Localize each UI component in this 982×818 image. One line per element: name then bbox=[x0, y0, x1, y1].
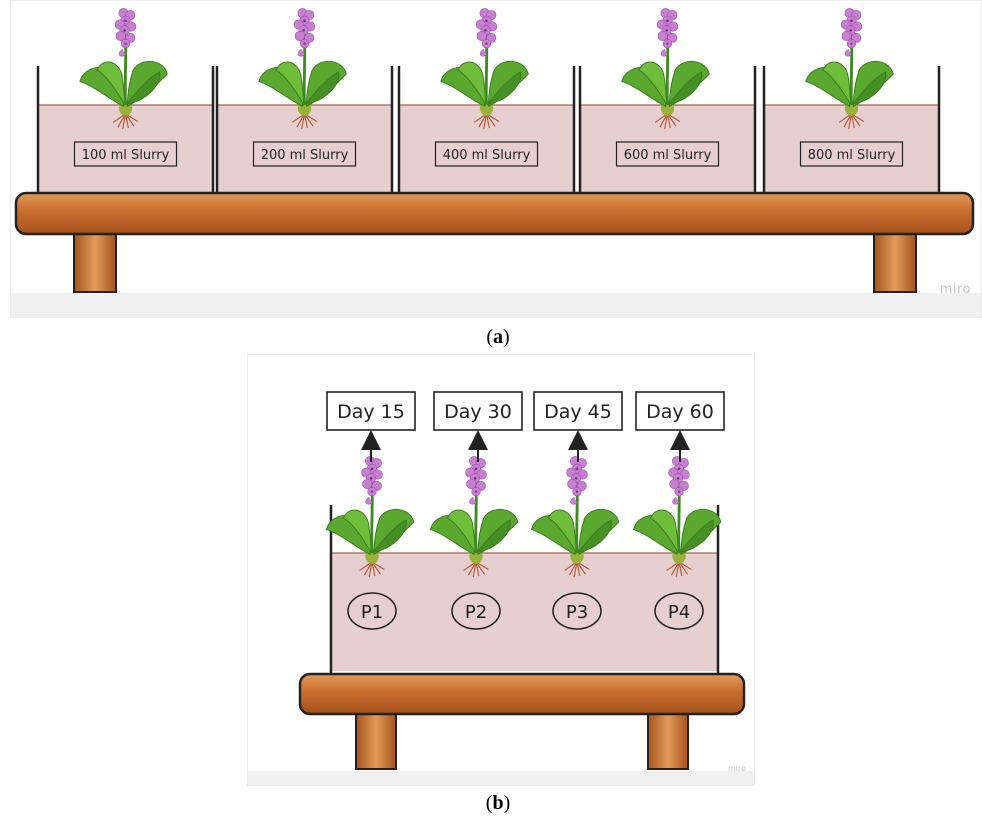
slurry-label: 400 ml Slurry bbox=[443, 148, 531, 163]
day-label: Day 30 bbox=[444, 401, 512, 423]
slurry-label-box bbox=[434, 141, 539, 167]
day-2: Day 30 bbox=[433, 391, 523, 462]
day-label-box bbox=[533, 391, 623, 431]
plant-label-circle bbox=[552, 592, 602, 630]
table-b-top bbox=[298, 672, 746, 716]
plant-b-1: P1 bbox=[324, 455, 416, 630]
day-label-box bbox=[433, 391, 523, 431]
table-b-leg-right bbox=[647, 711, 689, 770]
plant-label-circle bbox=[451, 592, 501, 630]
tank-water bbox=[399, 105, 574, 193]
tank-water bbox=[764, 105, 939, 193]
table-a-leg-right bbox=[873, 231, 917, 293]
day-labels-row-b: Day 15 Day 30 Day 45 Day 60 bbox=[326, 391, 725, 462]
tank-walls bbox=[215, 66, 394, 193]
day-label: Day 15 bbox=[337, 401, 405, 423]
tanks-row-a: 100 ml Slurry 200 ml Slurry 400 ml Slurry 6… bbox=[36, 7, 941, 193]
day-label-box bbox=[635, 391, 725, 431]
table-b bbox=[298, 672, 746, 770]
tank-a-2: 200 ml Slurry bbox=[215, 7, 394, 193]
footer-strip bbox=[11, 293, 981, 317]
tank-a-1: 100 ml Slurry bbox=[36, 7, 215, 193]
day-label: Day 45 bbox=[544, 401, 612, 423]
plant-b-3: P3 bbox=[529, 455, 621, 630]
table-a-leg-left bbox=[73, 231, 117, 293]
tank-a-3: 400 ml Slurry bbox=[397, 7, 576, 193]
tank-a-5: 800 ml Slurry bbox=[762, 7, 941, 193]
plant-b-4: P4 bbox=[631, 455, 723, 630]
plant-b-2: P2 bbox=[428, 455, 520, 630]
caption-a: (a) bbox=[486, 326, 510, 348]
plant-label: P4 bbox=[668, 602, 690, 623]
tank-water bbox=[217, 105, 392, 193]
miro-watermark: miro bbox=[727, 764, 746, 773]
day-label-box bbox=[326, 391, 416, 431]
tank-walls bbox=[578, 66, 757, 193]
table-a bbox=[14, 191, 975, 293]
table-b-leg-left bbox=[355, 711, 397, 770]
plants-row-b: P1 P2 P3 P4 bbox=[324, 455, 723, 630]
plant-label: P2 bbox=[465, 602, 487, 623]
slurry-label-box bbox=[252, 141, 357, 167]
slurry-label: 600 ml Slurry bbox=[624, 148, 712, 163]
slurry-label: 800 ml Slurry bbox=[808, 148, 896, 163]
tank-water bbox=[580, 105, 755, 193]
tank-walls bbox=[397, 66, 576, 193]
tank-b-water bbox=[331, 553, 718, 671]
slurry-label-box bbox=[615, 141, 720, 167]
tank-water bbox=[38, 105, 213, 193]
day-4: Day 60 bbox=[635, 391, 725, 462]
tank-a-4: 600 ml Slurry bbox=[578, 7, 757, 193]
slurry-label-box bbox=[799, 141, 904, 167]
caption-b: (b) bbox=[485, 792, 511, 814]
tank-b-walls bbox=[329, 505, 720, 673]
table-a-top bbox=[14, 191, 975, 236]
plant-label-circle bbox=[654, 592, 704, 630]
plant-label-circle bbox=[347, 592, 397, 630]
slurry-label: 200 ml Slurry bbox=[261, 148, 349, 163]
tank-walls bbox=[762, 66, 941, 193]
miro-watermark: miro bbox=[939, 282, 971, 297]
day-3: Day 45 bbox=[533, 391, 623, 462]
slurry-label-box bbox=[73, 141, 178, 167]
plant-label: P3 bbox=[566, 602, 588, 623]
day-1: Day 15 bbox=[326, 391, 416, 462]
slurry-label: 100 ml Slurry bbox=[82, 148, 170, 163]
plant-label: P1 bbox=[361, 602, 383, 623]
tank-walls bbox=[36, 66, 215, 193]
day-label: Day 60 bbox=[646, 401, 714, 423]
footer-strip bbox=[248, 771, 754, 785]
